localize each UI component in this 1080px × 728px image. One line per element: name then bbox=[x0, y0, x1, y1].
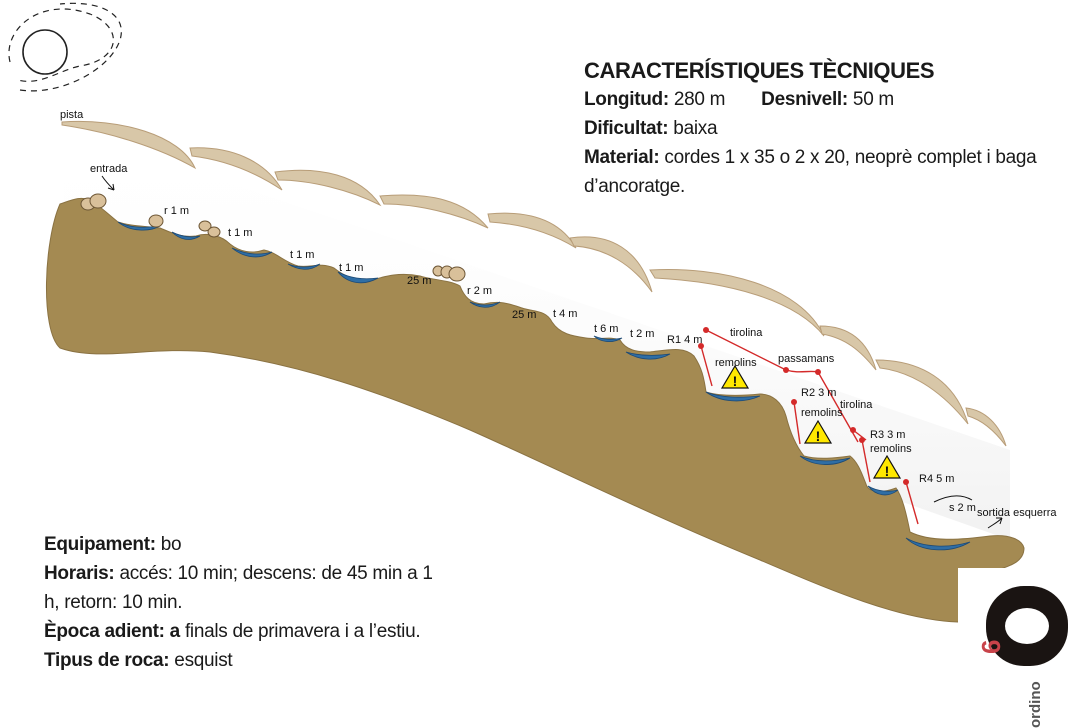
season-row: Època adient: a finals de primavera i a … bbox=[44, 617, 444, 646]
length-label: Longitud: bbox=[584, 89, 669, 110]
equipment-panel: Equipament: bo Horaris: accés: 10 min; d… bbox=[44, 530, 444, 675]
label-pista: pista bbox=[60, 109, 84, 121]
label-remolins-3: remolins bbox=[870, 443, 912, 455]
label-t1c: t 1 m bbox=[339, 262, 363, 274]
svg-text:!: ! bbox=[885, 463, 890, 479]
season-a: a bbox=[169, 621, 181, 642]
technical-panel: CARACTERÍSTIQUES TÈCNIQUES Longitud: 280… bbox=[584, 56, 1054, 201]
label-tirolina-1: tirolina bbox=[730, 327, 763, 339]
label-R4: R4 5 m bbox=[919, 473, 954, 485]
label-R3: R3 3 m bbox=[870, 429, 905, 441]
ordino-logo: 6 ordino bbox=[958, 568, 1080, 728]
season-value: finals de primavera i a l’estiu. bbox=[184, 621, 421, 642]
difficulty-value: baixa bbox=[673, 118, 718, 139]
drop-value: 50 m bbox=[852, 89, 894, 110]
label-25m-a: 25 m bbox=[407, 275, 431, 287]
rock-row: Tipus de roca: esquist bbox=[44, 646, 444, 675]
label-entrada: entrada bbox=[90, 163, 128, 175]
entrance-arrow-icon bbox=[101, 175, 115, 191]
label-25m-b: 25 m bbox=[512, 309, 536, 321]
logo-number: 6 bbox=[976, 640, 1006, 654]
drop-label: Desnivell: bbox=[761, 89, 848, 110]
warning-icon: ! bbox=[872, 454, 902, 479]
label-remolins-2: remolins bbox=[801, 407, 843, 419]
sun-icon bbox=[8, 2, 122, 92]
label-t2: t 2 m bbox=[630, 328, 654, 340]
warning-icon: ! bbox=[720, 364, 750, 389]
label-passamans: passamans bbox=[778, 353, 835, 365]
difficulty-label: Dificultat: bbox=[584, 118, 669, 139]
rock-label: Tipus de roca: bbox=[44, 650, 170, 671]
label-remolins-1: remolins bbox=[715, 357, 757, 369]
rock-value: esquist bbox=[174, 650, 233, 671]
svg-text:!: ! bbox=[733, 373, 738, 389]
schedule-value: accés: 10 min; descens: de 45 min a 1 h,… bbox=[44, 563, 433, 613]
anchor-points bbox=[698, 327, 909, 485]
length-value: 280 m bbox=[673, 89, 726, 110]
material-value: cordes 1 x 35 o 2 x 20, neoprè complet i… bbox=[584, 147, 1037, 197]
equipment-value: bo bbox=[160, 534, 182, 555]
warning-icon: ! bbox=[803, 419, 833, 444]
schedule-label: Horaris: bbox=[44, 563, 115, 584]
label-s2: s 2 m bbox=[949, 502, 976, 514]
label-r2: r 2 m bbox=[467, 285, 492, 297]
label-t1b: t 1 m bbox=[290, 249, 314, 261]
equipment-label: Equipament: bbox=[44, 534, 156, 555]
label-t4: t 4 m bbox=[553, 308, 577, 320]
exit-arrow-icon bbox=[933, 495, 1003, 529]
length-drop-row: Longitud: 280 m Desnivell: 50 m bbox=[584, 85, 1054, 114]
label-R2: R2 3 m bbox=[801, 387, 836, 399]
diagram-labels: pista entrada r 1 m t 1 m t 1 m t 1 m 25… bbox=[60, 109, 1057, 519]
difficulty-row: Dificultat: baixa bbox=[584, 114, 1054, 143]
label-r1: r 1 m bbox=[164, 205, 189, 217]
schedule-row: Horaris: accés: 10 min; descens: de 45 m… bbox=[44, 559, 444, 617]
label-R1: R1 4 m bbox=[667, 334, 702, 346]
material-label: Material: bbox=[584, 147, 660, 168]
equipment-row: Equipament: bo bbox=[44, 530, 444, 559]
svg-text:!: ! bbox=[816, 428, 821, 444]
label-t6: t 6 m bbox=[594, 323, 618, 335]
logo-text: ordino bbox=[1027, 681, 1044, 728]
boulders bbox=[80, 193, 466, 282]
season-label: Època adient: bbox=[44, 621, 165, 642]
label-tirolina-2: tirolina bbox=[840, 399, 873, 411]
technical-title: CARACTERÍSTIQUES TÈCNIQUES bbox=[584, 58, 935, 83]
label-sortida: sortida esquerra bbox=[977, 507, 1057, 519]
material-row: Material: cordes 1 x 35 o 2 x 20, neoprè… bbox=[584, 143, 1054, 201]
label-t1a: t 1 m bbox=[228, 227, 252, 239]
canyon-rock-profile bbox=[45, 197, 1025, 623]
water-pools bbox=[117, 221, 971, 551]
